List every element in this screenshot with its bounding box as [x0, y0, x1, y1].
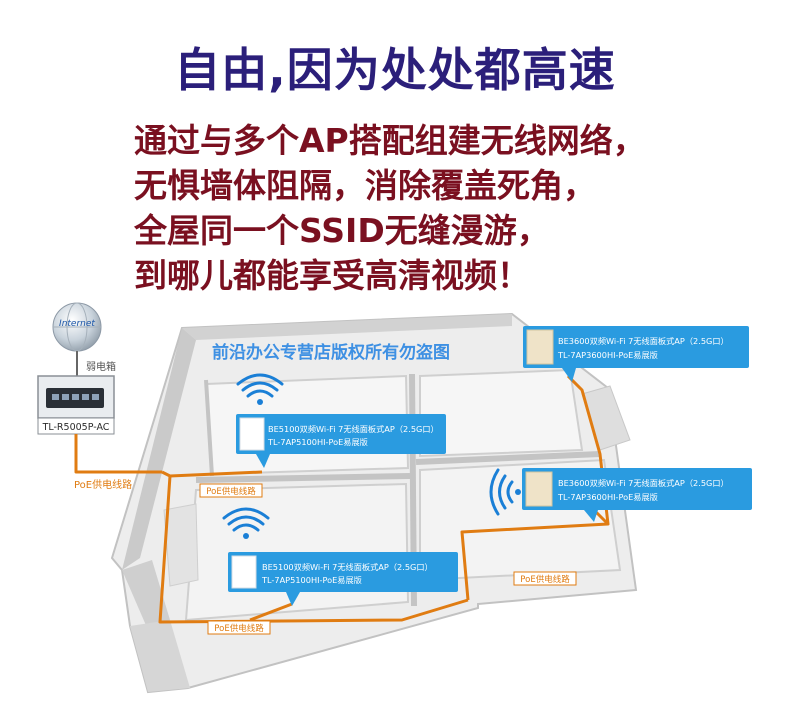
- cabinet-label: 弱电箱: [86, 360, 116, 373]
- svg-text:PoE供电线路: PoE供电线路: [520, 574, 570, 585]
- intro-line-2: 无惧墙体阻隔，消除覆盖死角，: [134, 166, 596, 205]
- network-floor-plan-diagram: Internet 弱电箱 TL-R5005P-AC PoE供电线路 PoE供电线…: [37, 302, 752, 694]
- internet-globe: Internet: [52, 302, 102, 352]
- cable-main-loop: [158, 470, 469, 624]
- intro-line-3: 全屋同一个SSID无缝漫游，: [134, 211, 550, 250]
- outer-wall-top: [182, 314, 512, 340]
- ap-callout-middle-right: BE3600双频Wi-Fi 7无线面板式AP（2.5G口） TL-7AP3600…: [522, 468, 752, 522]
- ap-title: BE5100双频Wi-Fi 7无线面板式AP（2.5G口）: [268, 424, 439, 434]
- ap-title: BE3600双频Wi-Fi 7无线面板式AP（2.5G口）: [558, 478, 729, 488]
- poe-tag: PoE供电线路: [513, 571, 577, 586]
- poe-tag: PoE供电线路: [207, 620, 271, 635]
- ap-callout-upper-left: BE5100双频Wi-Fi 7无线面板式AP（2.5G口） TL-7AP5100…: [236, 414, 446, 468]
- cable-to-ap-upper-left: [169, 470, 263, 478]
- poe-tag: PoE供电线路: [199, 483, 263, 498]
- ap-callout-lower-left: BE5100双频Wi-Fi 7无线面板式AP（2.5G口） TL-7AP5100…: [228, 552, 458, 606]
- svg-text:PoE供电线路: PoE供电线路: [206, 486, 256, 497]
- ap-model: TL-7AP5100HI-PoE易展版: [261, 575, 362, 585]
- ap-title: BE5100双频Wi-Fi 7无线面板式AP（2.5G口）: [262, 562, 433, 572]
- intro-text: 通过与多个AP搭配组建无线网络， 无惧墙体阻隔，消除覆盖死角， 全屋同一个SSI…: [134, 118, 646, 298]
- inner-wall: [204, 379, 214, 477]
- ap-model: TL-7AP3600HI-PoE易展版: [557, 492, 658, 502]
- wifi-icon: [236, 373, 284, 405]
- ap-title: BE3600双频Wi-Fi 7无线面板式AP（2.5G口）: [558, 336, 729, 346]
- poe-line-label: PoE供电线路: [74, 478, 132, 491]
- intro-line-1: 通过与多个AP搭配组建无线网络，: [134, 121, 646, 160]
- wall-block-left: [122, 560, 170, 630]
- intro-line-4: 到哪儿都能享受高清视频！: [134, 256, 530, 295]
- inner-wall: [195, 473, 411, 483]
- ap-model: TL-7AP3600HI-PoE易展版: [557, 350, 658, 360]
- cable-to-ap-lower-left: [249, 602, 293, 622]
- stair-block: [163, 503, 199, 587]
- ap-callout-upper-right: BE3600双频Wi-Fi 7无线面板式AP（2.5G口） TL-7AP3600…: [523, 326, 749, 382]
- wifi-icon: [489, 468, 521, 516]
- svg-text:PoE供电线路: PoE供电线路: [214, 623, 264, 634]
- ap-model: TL-7AP5100HI-PoE易展版: [267, 437, 368, 447]
- inner-wall: [415, 451, 601, 465]
- headline: 自由,因为处处都高速: [174, 43, 616, 97]
- watermark: 前沿办公专营店版权所有勿盗图: [212, 342, 450, 363]
- outer-wall-left: [122, 328, 196, 570]
- router: TL-R5005P-AC: [37, 375, 115, 435]
- wall-block-left-bottom: [130, 620, 190, 692]
- internet-label: Internet: [59, 319, 95, 329]
- router-model: TL-R5005P-AC: [42, 422, 110, 433]
- wifi-icon: [222, 507, 270, 539]
- cable-router-to-house: [74, 434, 162, 474]
